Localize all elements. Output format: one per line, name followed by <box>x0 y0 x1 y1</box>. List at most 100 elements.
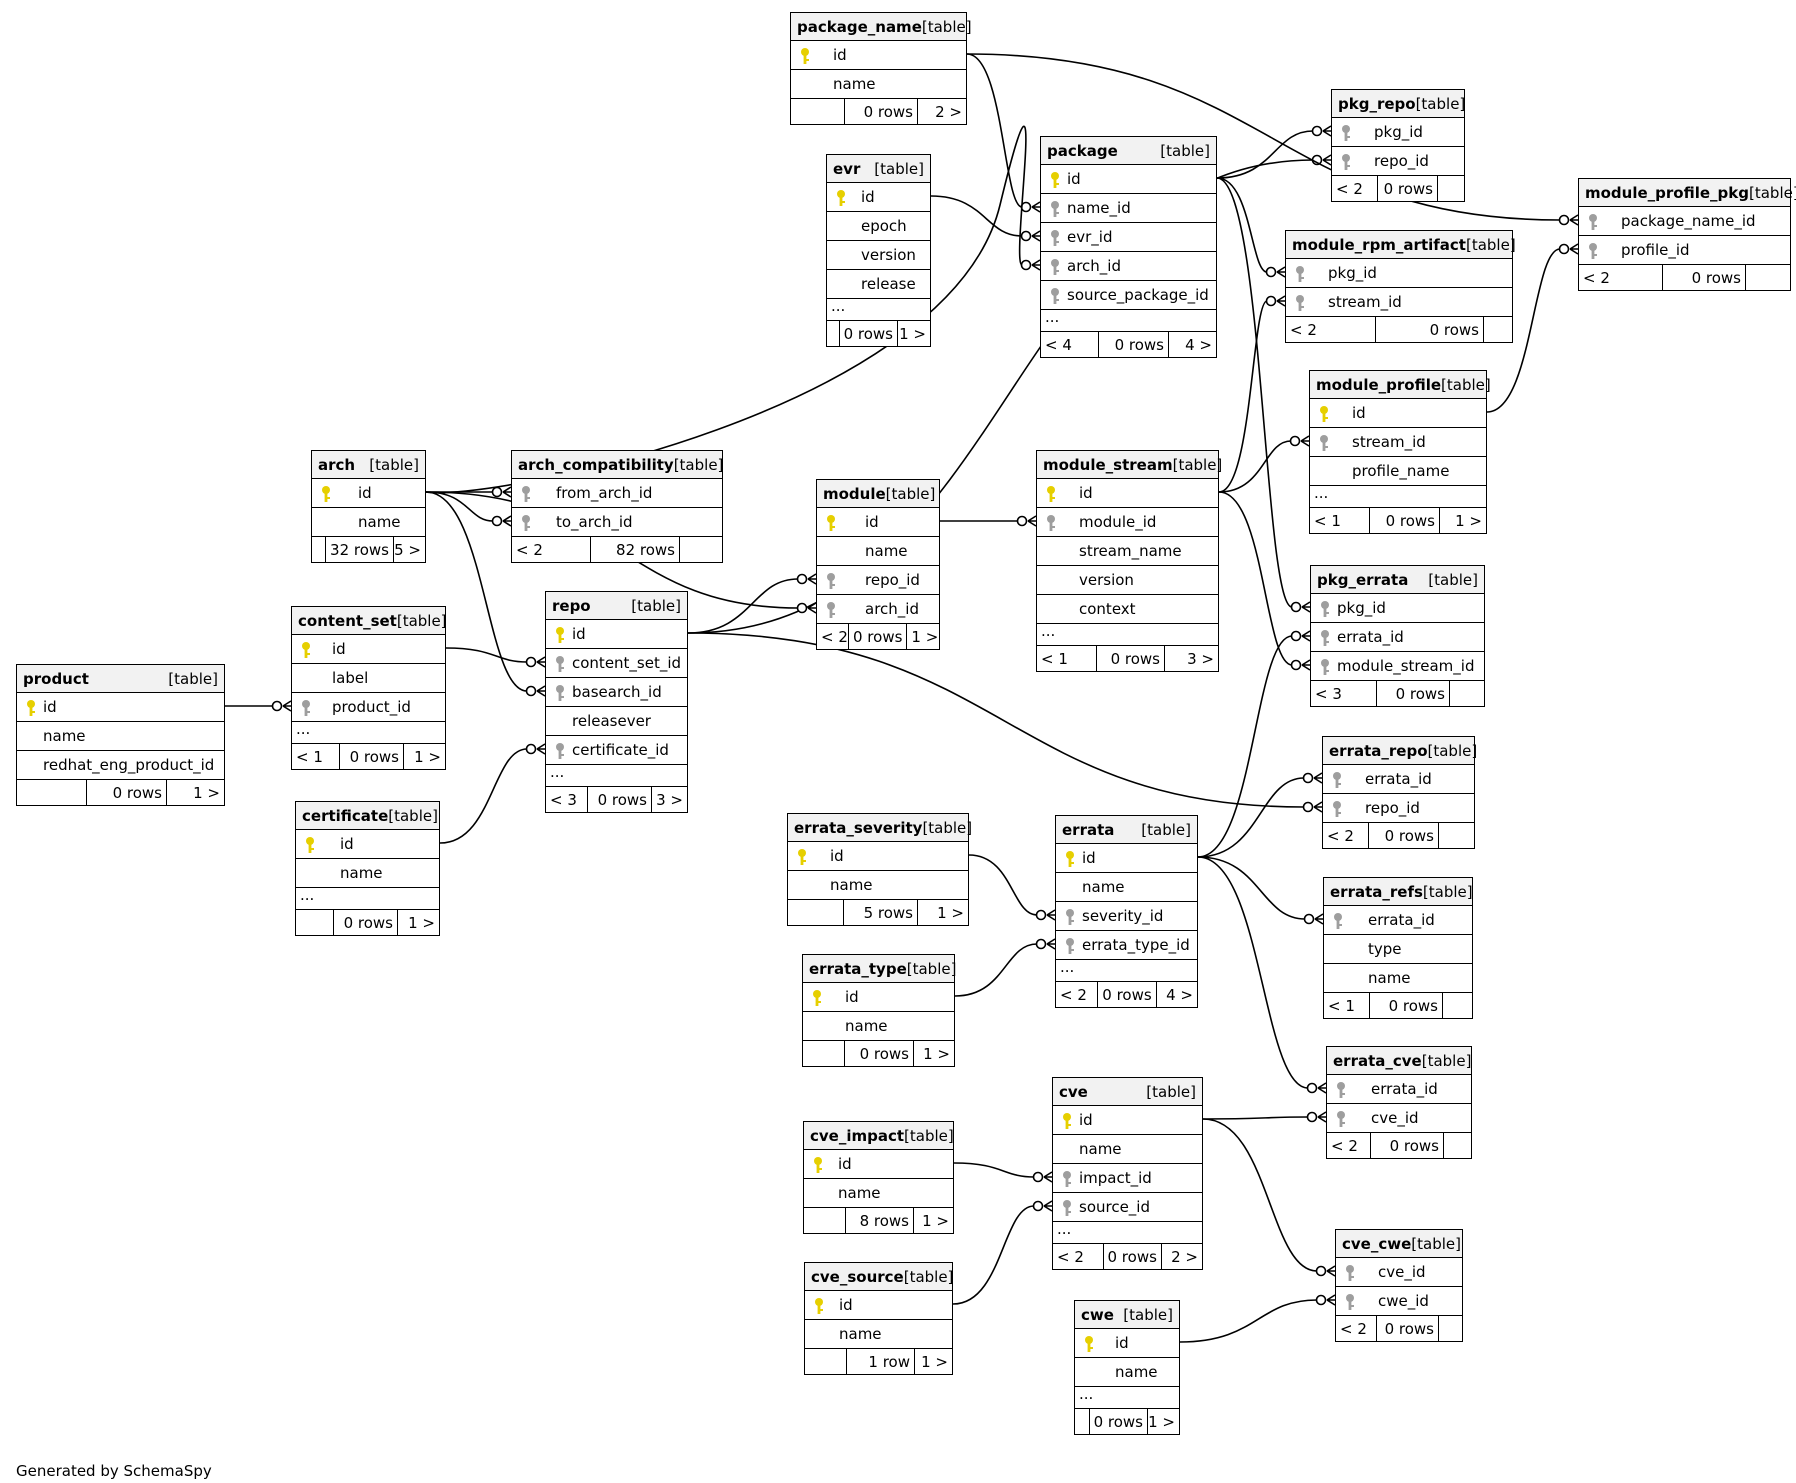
column-row[interactable]: package_name_id <box>1579 207 1790 236</box>
parents-count[interactable]: < 3 <box>546 787 588 812</box>
children-count[interactable] <box>1443 993 1472 1018</box>
parents-count[interactable]: < 2 <box>1332 176 1378 201</box>
column-row[interactable]: certificate_id <box>546 736 687 765</box>
column-row[interactable]: id <box>296 830 439 859</box>
column-row[interactable]: id <box>788 842 968 871</box>
column-row[interactable]: name <box>791 70 966 99</box>
column-row[interactable]: releasever <box>546 707 687 736</box>
children-count[interactable]: 4 > <box>1185 335 1212 354</box>
column-row[interactable]: id <box>791 41 966 70</box>
column-row[interactable]: name <box>1056 873 1197 902</box>
column-row[interactable]: version <box>827 241 930 270</box>
children-count[interactable]: 1 > <box>921 1352 948 1371</box>
column-row[interactable]: id <box>817 508 939 537</box>
column-row[interactable]: type <box>1324 935 1472 964</box>
column-row[interactable]: repo_id <box>1332 147 1464 176</box>
children-count[interactable]: 1 > <box>408 913 435 932</box>
column-row[interactable]: name <box>788 871 968 900</box>
parents-count[interactable]: < 2 <box>817 624 849 649</box>
children-count[interactable] <box>1439 1316 1462 1341</box>
parents-count[interactable]: < 1 <box>1324 993 1370 1018</box>
column-row[interactable]: arch_id <box>1041 252 1216 281</box>
column-row[interactable]: name <box>17 722 224 751</box>
children-count[interactable]: 1 > <box>193 783 220 802</box>
column-row[interactable]: errata_id <box>1323 765 1474 794</box>
column-row[interactable]: stream_id <box>1286 288 1512 317</box>
parents-count[interactable]: < 2 <box>512 537 591 562</box>
parents-count[interactable]: < 1 <box>1310 508 1370 533</box>
column-row[interactable]: id <box>546 620 687 649</box>
children-count[interactable]: 1 > <box>1455 511 1482 530</box>
column-row[interactable]: cve_id <box>1336 1258 1462 1287</box>
column-row[interactable]: errata_type_id <box>1056 931 1197 960</box>
children-count[interactable]: 4 > <box>1166 985 1193 1004</box>
column-row[interactable]: stream_name <box>1037 537 1218 566</box>
parents-count[interactable]: < 2 <box>1579 265 1663 290</box>
parents-count[interactable]: < 2 <box>1056 982 1099 1007</box>
children-count[interactable] <box>1746 265 1790 290</box>
column-row[interactable]: redhat_eng_product_id <box>17 751 224 780</box>
children-count[interactable] <box>1438 176 1464 201</box>
column-row[interactable]: id <box>1053 1106 1202 1135</box>
column-row[interactable]: name_id <box>1041 194 1216 223</box>
parents-count[interactable] <box>1075 1409 1090 1434</box>
column-row[interactable]: name <box>817 537 939 566</box>
column-row[interactable]: id <box>805 1291 952 1320</box>
parents-count[interactable]: < 4 <box>1041 332 1099 357</box>
column-row[interactable]: module_id <box>1037 508 1218 537</box>
column-row[interactable]: product_id <box>292 693 445 722</box>
column-row[interactable]: id <box>1310 399 1486 428</box>
column-row[interactable]: name <box>1324 964 1472 993</box>
column-row[interactable]: id <box>1041 165 1216 194</box>
column-row[interactable]: label <box>292 664 445 693</box>
parents-count[interactable] <box>804 1208 846 1233</box>
column-row[interactable]: id <box>17 693 224 722</box>
parents-count[interactable]: < 2 <box>1327 1133 1371 1158</box>
parents-count[interactable]: < 2 <box>1286 317 1376 342</box>
children-count[interactable]: 1 > <box>923 1044 950 1063</box>
column-row[interactable]: cve_id <box>1327 1104 1471 1133</box>
children-count[interactable]: 1 > <box>937 903 964 922</box>
column-row[interactable]: to_arch_id <box>512 508 722 537</box>
column-row[interactable]: cwe_id <box>1336 1287 1462 1316</box>
children-count[interactable]: 5 > <box>394 540 421 559</box>
parents-count[interactable] <box>296 910 334 935</box>
column-row[interactable]: pkg_id <box>1311 594 1484 623</box>
children-count[interactable]: 1 > <box>899 324 926 343</box>
parents-count[interactable] <box>17 780 87 805</box>
children-count[interactable]: 2 > <box>1171 1247 1198 1266</box>
children-count[interactable] <box>1484 317 1512 342</box>
column-row[interactable]: impact_id <box>1053 1164 1202 1193</box>
column-row[interactable]: id <box>1056 844 1197 873</box>
children-count[interactable]: 2 > <box>935 102 962 121</box>
column-row[interactable]: arch_id <box>817 595 939 624</box>
parents-count[interactable] <box>312 537 327 562</box>
column-row[interactable]: from_arch_id <box>512 479 722 508</box>
parents-count[interactable]: < 1 <box>292 744 340 769</box>
column-row[interactable]: errata_id <box>1327 1075 1471 1104</box>
column-row[interactable]: id <box>1037 479 1218 508</box>
column-row[interactable]: name <box>804 1179 953 1208</box>
children-count[interactable]: 1 > <box>911 627 939 646</box>
parents-count[interactable] <box>805 1349 847 1374</box>
column-row[interactable]: id <box>1075 1329 1179 1358</box>
column-row[interactable]: version <box>1037 566 1218 595</box>
column-row[interactable]: errata_id <box>1324 906 1472 935</box>
column-row[interactable]: repo_id <box>1323 794 1474 823</box>
